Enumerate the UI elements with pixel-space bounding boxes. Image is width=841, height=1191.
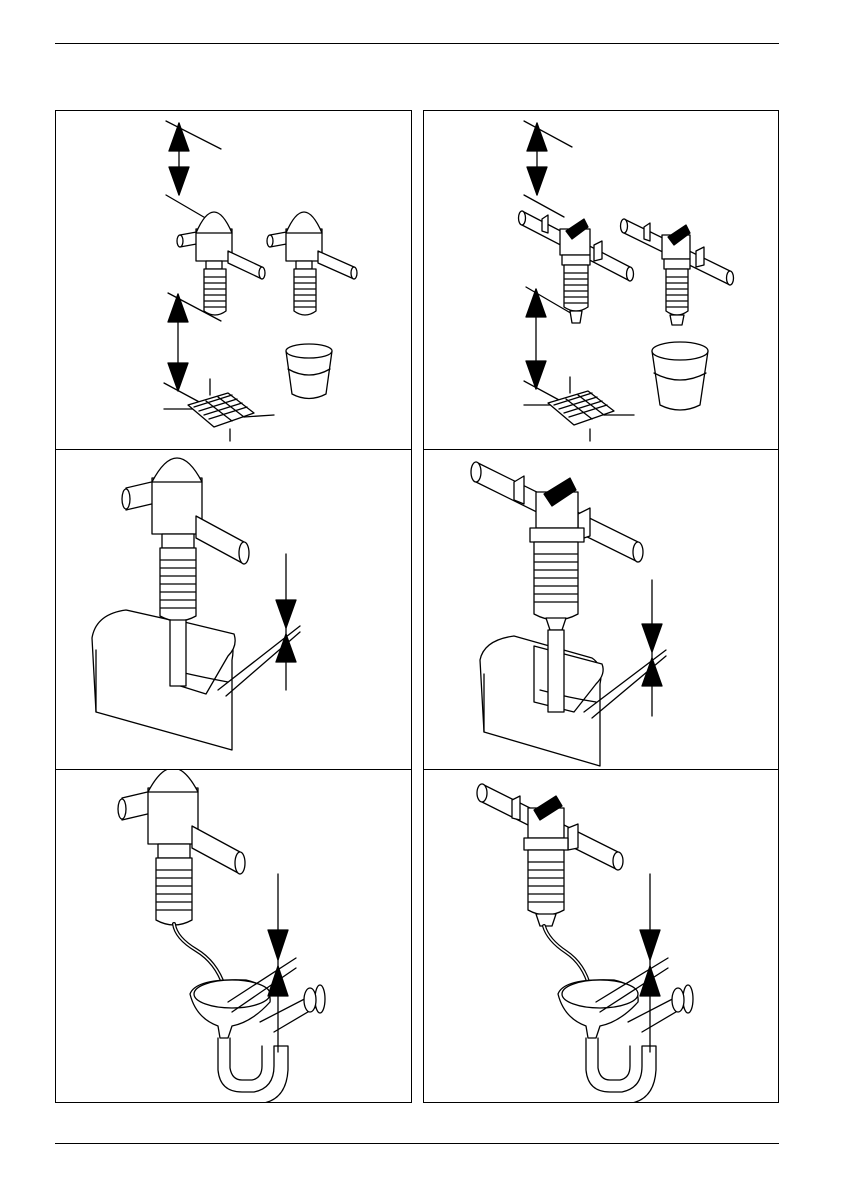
filter-dome-icon	[267, 212, 357, 315]
panel-middle-right	[423, 449, 779, 770]
clearance-dimension-top	[166, 121, 221, 223]
panel-bottom-right-drawing	[424, 770, 779, 1103]
bucket-icon	[286, 344, 332, 399]
footer-rule	[55, 1143, 779, 1144]
bucket-icon	[652, 342, 708, 410]
filter-ball-valve-icon	[477, 784, 623, 926]
filter-dome-icon	[177, 212, 265, 315]
siphon-trap-icon	[190, 980, 325, 1103]
drain-tank-icon	[92, 610, 235, 750]
header-rule	[55, 43, 779, 44]
panel-top-left-drawing	[56, 111, 412, 450]
panel-bottom-right	[423, 769, 779, 1103]
clearance-dimension	[596, 874, 668, 1052]
panel-top-left	[55, 110, 412, 450]
floor-drain-icon	[164, 379, 274, 441]
filter-dome-icon	[118, 770, 245, 925]
panel-middle-left-drawing	[56, 450, 412, 770]
siphon-trap-icon	[558, 980, 693, 1103]
panel-top-right-drawing	[424, 111, 779, 450]
filter-ball-valve-icon	[621, 219, 734, 325]
panel-top-right	[423, 110, 779, 450]
panel-bottom-left	[55, 769, 412, 1103]
panel-middle-left	[55, 449, 412, 770]
panel-bottom-left-drawing	[56, 770, 412, 1103]
clearance-dimension-top	[524, 121, 572, 217]
drain-tank-icon	[480, 636, 603, 766]
panel-middle-right-drawing	[424, 450, 779, 770]
floor-drain-icon	[524, 377, 634, 441]
